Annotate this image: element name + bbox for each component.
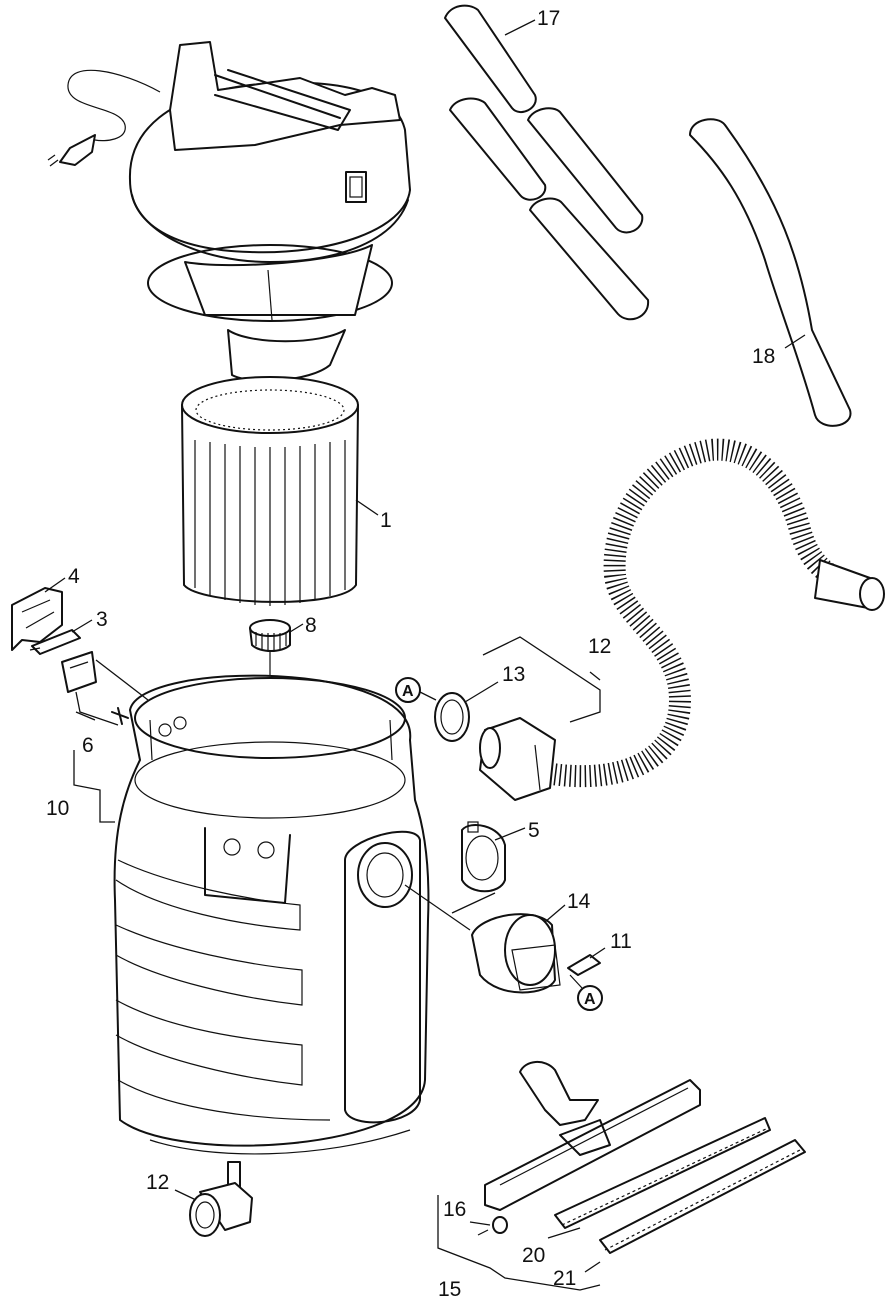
callout-11: 11: [610, 930, 632, 953]
callout-16: 16: [443, 1198, 466, 1221]
inlet-fitting: [471, 904, 606, 1011]
hose-ring: [395, 677, 499, 742]
marker-a-hose: A: [402, 683, 414, 700]
suction-hose: [479, 437, 885, 801]
callout-5: 5: [528, 819, 540, 842]
callout-labels: 1 3 4 5 6 8 10 11 12 12 13 14 15 16 17 1…: [46, 7, 775, 1301]
adapter-ring: [451, 821, 526, 914]
motor-head: [47, 41, 411, 382]
callout-12-hose: 12: [588, 635, 611, 658]
cartridge-filter: [181, 376, 379, 606]
floor-nozzle: [437, 1061, 806, 1291]
callout-10: 10: [46, 797, 69, 820]
callout-20: 20: [522, 1244, 545, 1267]
callout-14: 14: [567, 890, 591, 913]
callout-15: 15: [438, 1278, 461, 1301]
extension-tubes: [444, 4, 650, 321]
callout-1: 1: [380, 509, 392, 532]
callout-4: 4: [68, 565, 80, 588]
marker-a-inlet: A: [584, 991, 596, 1008]
callout-21: 21: [553, 1267, 576, 1290]
callout-6: 6: [82, 734, 94, 757]
caster-wheel: [174, 1161, 253, 1237]
latch-parts: [11, 577, 149, 726]
callout-12-caster: 12: [146, 1171, 169, 1194]
bent-suction-tube: [689, 118, 852, 427]
callout-18: 18: [752, 345, 775, 368]
callout-bracket-10: [73, 750, 115, 823]
callout-17: 17: [537, 7, 560, 30]
callout-8: 8: [305, 614, 317, 637]
container: [113, 674, 471, 1155]
callout-13: 13: [502, 663, 525, 686]
callout-3: 3: [96, 608, 108, 631]
